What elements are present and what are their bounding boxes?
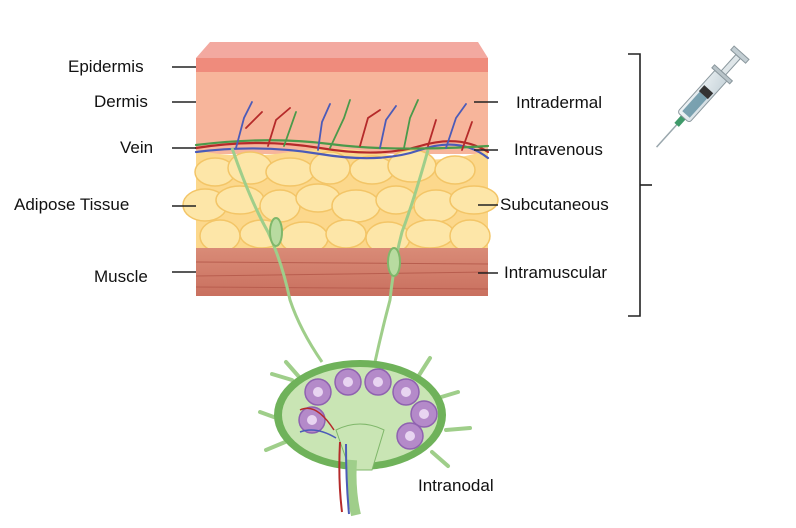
epidermis-layer [196, 58, 488, 74]
label-adipose-tissue: Adipose Tissue [14, 195, 129, 215]
skin-block [183, 42, 498, 296]
adipose-cell [200, 220, 240, 252]
label-subcutaneous: Subcutaneous [500, 195, 609, 215]
skin-top-face [196, 42, 488, 58]
adipose-cell [406, 220, 454, 248]
label-intramuscular: Intramuscular [504, 263, 607, 283]
injection-bracket [628, 54, 652, 316]
label-intravenous: Intravenous [514, 140, 603, 160]
adipose-cell [326, 220, 366, 248]
adipose-cell [332, 190, 380, 222]
follicle-center [401, 387, 411, 397]
label-epidermis: Epidermis [68, 57, 144, 77]
label-intranodal: Intranodal [418, 476, 494, 496]
follicle-center [419, 409, 429, 419]
follicle-center [313, 387, 323, 397]
adipose-cell [388, 150, 436, 182]
efferent-vessel [352, 460, 357, 515]
adipose-cell [450, 186, 498, 214]
syringe-icon [648, 45, 751, 155]
follicle-center [373, 377, 383, 387]
follicle-center [405, 431, 415, 441]
lymph-valve-right [388, 248, 400, 276]
label-muscle: Muscle [94, 267, 148, 287]
adipose-cell [450, 220, 490, 252]
adipose-cell [435, 156, 475, 184]
layer-leader-lines [172, 67, 196, 272]
adipose-cell [350, 156, 394, 184]
lymph-valve-left [270, 218, 282, 246]
adipose-cell [260, 190, 300, 222]
follicle-center [343, 377, 353, 387]
label-intradermal: Intradermal [516, 93, 602, 113]
follicle-center [307, 415, 317, 425]
adipose-cells [183, 150, 498, 254]
label-dermis: Dermis [94, 92, 148, 112]
adipose-cell [266, 158, 314, 186]
label-vein: Vein [120, 138, 153, 158]
